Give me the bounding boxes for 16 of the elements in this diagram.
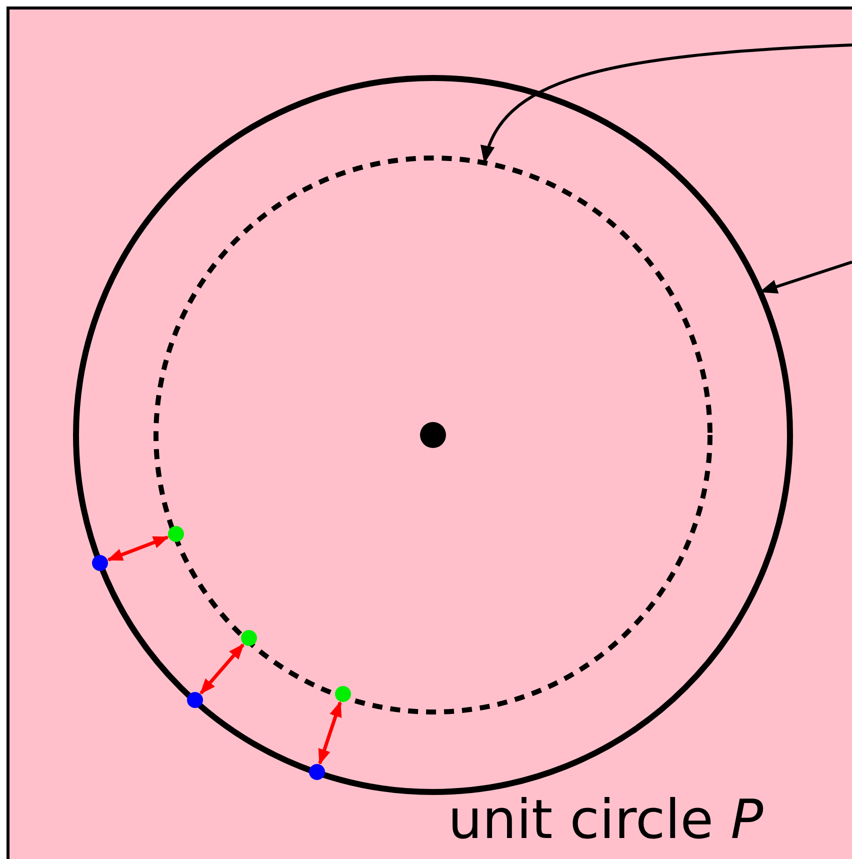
point-marker [309, 764, 325, 780]
center-dot [420, 422, 446, 448]
arrow [482, 44, 852, 164]
background-panel [6, 6, 852, 859]
unit-circle [73, 75, 793, 795]
point-marker [92, 555, 108, 571]
point-marker [241, 630, 257, 646]
arrow [759, 260, 852, 294]
circle-label: unit circle P [448, 788, 764, 851]
point-marker [168, 526, 184, 542]
arrow [318, 701, 342, 765]
arrow [106, 536, 170, 562]
point-marker [187, 692, 203, 708]
arrow [200, 644, 244, 694]
point-marker [335, 686, 351, 702]
dashed-circle [154, 156, 712, 714]
